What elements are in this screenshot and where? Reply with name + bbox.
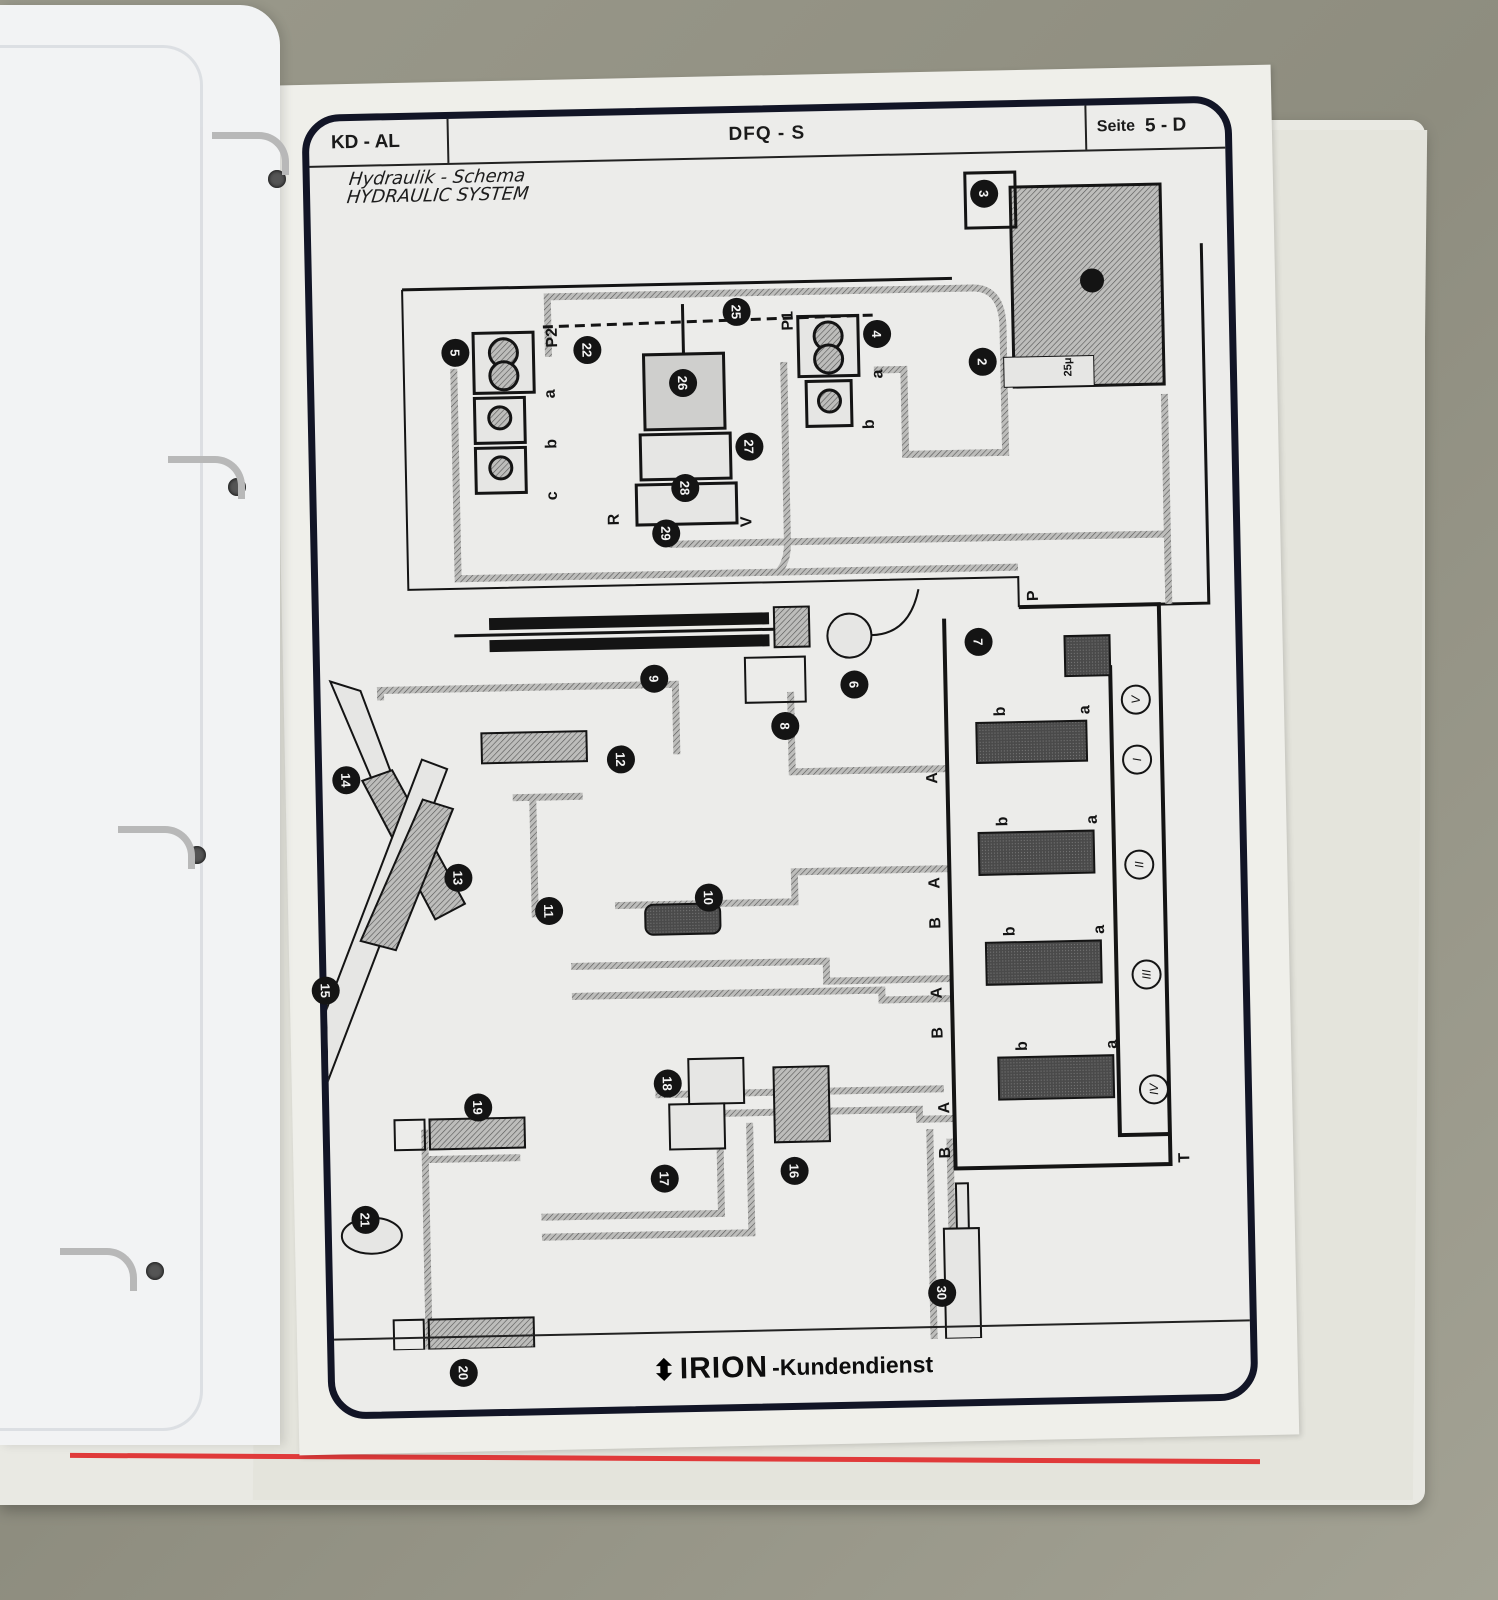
page-frame: KD - AL DFQ - S Seite 5 - D Hydraulik - …: [301, 95, 1259, 1420]
label-iv-a: a: [1103, 1039, 1121, 1049]
label-iii-b: b: [1001, 926, 1019, 937]
label-filter: 25μ: [1062, 357, 1075, 377]
spool-iv: [997, 1054, 1116, 1101]
punch-hole: [146, 1262, 164, 1280]
pipe-pump5-return: [450, 368, 1019, 583]
label-i-port-a: A: [924, 771, 942, 784]
label-ii-b: b: [994, 816, 1012, 827]
label-p1: P1: [779, 310, 797, 331]
pump-5: [471, 330, 536, 495]
cylinder-9: [454, 605, 811, 704]
pipe-sections: [614, 865, 950, 910]
filter: [1003, 354, 1095, 388]
label-v: V: [738, 516, 756, 528]
hydraulic-schematic: [308, 170, 1211, 1352]
spool-iii: [984, 939, 1103, 986]
label-i-b: b: [991, 706, 1010, 717]
label-pump4-a: a: [869, 369, 887, 379]
pipe-tank: [1160, 393, 1173, 605]
label-t: T: [1176, 1152, 1194, 1163]
cylinder-12: [480, 730, 589, 765]
left-page: [0, 5, 280, 1445]
spool-i: [975, 719, 1089, 764]
cylinder-22: [942, 1182, 983, 1352]
label-ii-port-b: B: [927, 916, 945, 929]
label-pump5-a: a: [541, 389, 559, 399]
label-p2: P2: [543, 327, 562, 348]
label-r: R: [605, 513, 623, 526]
document-page: KD - AL DFQ - S Seite 5 - D Hydraulik - …: [270, 64, 1300, 1456]
label-iv-b: b: [1013, 1041, 1032, 1052]
label-iv-port-b: B: [936, 1146, 955, 1159]
label-ii-port-a: A: [926, 876, 944, 889]
label-iii-port-b: B: [929, 1026, 947, 1039]
irion-logo-icon: ⬍: [652, 1353, 677, 1386]
pipe-p2: [543, 284, 1009, 408]
label-ii-a: a: [1083, 814, 1101, 825]
binder-ring: [168, 456, 245, 499]
label-iii-a: a: [1090, 924, 1109, 935]
pipe-pump4: [873, 365, 1010, 458]
label-p: P: [1024, 590, 1043, 602]
label-pump5-b: b: [543, 438, 561, 449]
binder-ring: [60, 1248, 137, 1291]
pipe-to-valve: [787, 691, 948, 776]
valve-10: [644, 902, 722, 936]
binder-ring: [118, 826, 195, 869]
pressure-gauge: [826, 612, 873, 659]
label-iv-port-a: A: [935, 1101, 954, 1114]
label-pump4-b: b: [860, 419, 878, 430]
footer-brand: IRION: [679, 1350, 769, 1386]
spool-ii: [977, 829, 1096, 876]
main-line-outer: [401, 289, 1020, 608]
pipe-left-loop: [376, 680, 681, 755]
pump-4: [796, 313, 861, 428]
valve-block: [942, 602, 1173, 1171]
binder-ring: [212, 132, 289, 175]
boom-cylinders: [308, 679, 467, 1094]
label-pump5-c: c: [543, 491, 561, 501]
footer-suffix: -Kundendienst: [771, 1350, 934, 1380]
label-i-a: a: [1076, 705, 1094, 715]
label-iii-port-a: A: [928, 986, 946, 999]
